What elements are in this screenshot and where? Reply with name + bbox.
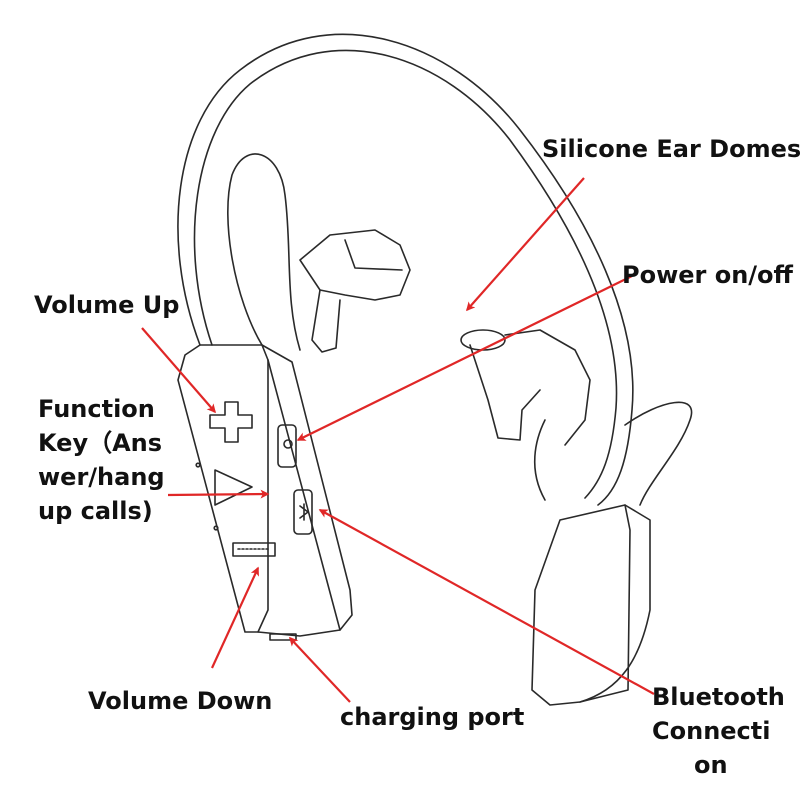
- neckband: [177, 33, 634, 506]
- arrow-charging-port: [288, 636, 351, 703]
- arrow-bluetooth-connection: [318, 509, 655, 695]
- control-unit: [177, 344, 353, 637]
- bluetooth-button: [293, 489, 313, 535]
- power-icon: [283, 439, 293, 449]
- label-function-key: Function Key（Ans wer/hang up calls): [38, 392, 165, 528]
- label-volume-up: Volume Up: [34, 291, 180, 319]
- play-triangle-icon: [214, 469, 253, 506]
- label-function-key-line-4: up calls): [38, 497, 153, 525]
- arrow-silicone-ear-domes: [466, 177, 585, 312]
- label-bluetooth-line-1: Bluetooth: [652, 683, 785, 711]
- left-earpiece: [299, 229, 411, 353]
- label-charging-port: charging port: [340, 703, 525, 731]
- loop-cable: [227, 153, 301, 351]
- headphone-outline: [177, 33, 693, 706]
- arrow-volume-up: [141, 327, 216, 414]
- battery-pod: [531, 504, 651, 706]
- label-bluetooth-line-3: on: [694, 751, 728, 779]
- arrow-function-key: [167, 489, 270, 499]
- plus-icon: [209, 401, 253, 443]
- arrow-power-on-off: [296, 275, 633, 441]
- label-function-key-line-2: Key（Ans: [38, 429, 163, 457]
- label-silicone-ear-domes: Silicone Ear Domes: [542, 135, 800, 163]
- callout-arrows: [141, 177, 655, 703]
- power-button: [277, 424, 297, 468]
- minus-slot-icon: [232, 542, 276, 557]
- label-bluetooth-connection: Bluetooth Connecti on: [652, 680, 785, 782]
- label-function-key-line-3: wer/hang: [38, 463, 165, 491]
- label-volume-down: Volume Down: [88, 687, 273, 715]
- label-power-on-off: Power on/off: [622, 261, 793, 289]
- right-earpiece: [460, 329, 591, 501]
- arrow-volume-down: [211, 566, 259, 669]
- label-bluetooth-line-2: Connecti: [652, 717, 771, 745]
- label-function-key-line-1: Function: [38, 395, 155, 423]
- bluetooth-icon: [299, 503, 309, 521]
